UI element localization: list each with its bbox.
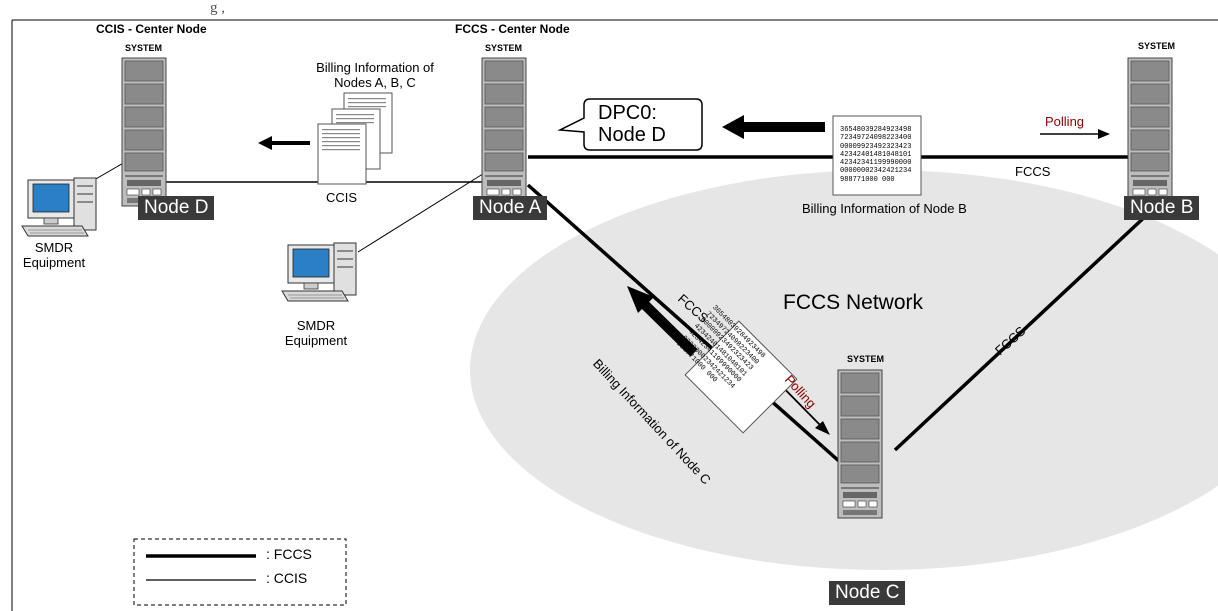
polling-label-b: Polling — [1045, 114, 1085, 129]
smdr-label-2: SMDR Equipment — [276, 318, 356, 348]
legend — [133, 538, 347, 606]
doc-b-line: 988771000 000 — [840, 175, 895, 184]
arrow-c-to-a — [627, 286, 698, 357]
ccis-link-label: CCIS — [326, 190, 358, 205]
system-label-d: SYSTEM — [125, 43, 163, 53]
doc-b-line: 36548039284923498 — [840, 126, 912, 134]
billing-doc-node-b — [832, 115, 922, 196]
doc-b-text: 36548039284923498 72349724098223400 0000… — [840, 126, 911, 184]
smdr1-line1: SMDR — [34, 240, 74, 255]
billing-abc-line1: Billing Information of — [316, 60, 434, 75]
server-node-b — [1127, 57, 1173, 207]
system-label-c: SYSTEM — [847, 354, 885, 364]
node-b-label: Node B — [1124, 196, 1200, 220]
top-caption: g , — [210, 0, 225, 16]
node-d-label: Node D — [138, 196, 215, 220]
doc-b-line: 42342341199990000 — [840, 159, 912, 168]
server-node-c — [837, 369, 883, 519]
system-label-b: SYSTEM — [1138, 41, 1176, 51]
billing-abc-line2: Nodes A, B, C — [334, 75, 416, 90]
smdr-pc-1 — [21, 177, 97, 237]
server-node-d — [121, 57, 167, 207]
billing-abc-label: Billing Information of Nodes A, B, C — [302, 60, 448, 90]
billing-b-label: Billing Information of Node B — [802, 201, 967, 216]
doc-b-line: 00000002342421234 — [840, 167, 912, 176]
billing-doc-node-c — [684, 320, 798, 434]
network-label: FCCS Network — [783, 291, 924, 314]
smdr-pc-2 — [281, 242, 357, 302]
callout-line2: Node D — [598, 124, 666, 146]
legend-ccis-text: : CCIS — [266, 570, 308, 586]
smdr1-line2: Equipment — [22, 255, 86, 270]
smdr-link-a — [357, 171, 487, 253]
fccs-link-b-c — [893, 210, 1152, 452]
ccis-center-heading: CCIS - Center Node — [96, 22, 207, 36]
dpc0-callout-text: DPC0: Node D — [598, 102, 666, 146]
node-c-label: Node C — [829, 581, 906, 605]
billing-docs-abc — [317, 92, 393, 185]
system-label-a: SYSTEM — [485, 43, 523, 53]
arrow-to-node-d — [258, 136, 310, 150]
doc-b-line: 00009923492323423 — [840, 142, 912, 151]
doc-b-line: 72349724098223400 — [840, 134, 912, 143]
fccs-link-a-c — [526, 183, 842, 464]
dpc0-callout — [557, 98, 703, 151]
smdr2-line2: Equipment — [284, 333, 348, 348]
fccs-ab-label: FCCS — [1015, 164, 1051, 179]
fccs-center-heading: FCCS - Center Node — [455, 22, 570, 36]
polling-arrow-b — [1040, 129, 1110, 139]
arrow-to-node-a — [722, 115, 825, 139]
server-node-a — [481, 57, 527, 207]
smdr-label-1: SMDR Equipment — [14, 240, 94, 270]
node-a-label: Node A — [473, 196, 548, 220]
callout-line1: DPC0: — [598, 102, 657, 124]
legend-fccs-text: : FCCS — [266, 546, 312, 562]
smdr2-line1: SMDR — [296, 318, 336, 333]
doc-b-line: 42342401481048101 — [840, 150, 912, 159]
